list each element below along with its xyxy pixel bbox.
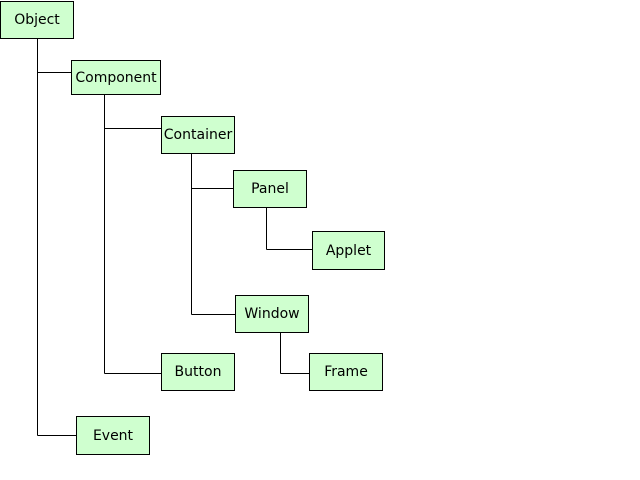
node-event: Event [76,416,150,455]
node-window: Window [235,295,309,333]
node-container: Container [161,116,235,154]
node-applet: Applet [312,231,385,270]
node-object: Object [0,1,74,39]
node-frame: Frame [309,353,383,391]
node-panel: Panel [233,170,307,208]
node-button: Button [161,353,235,391]
node-component: Component [71,60,161,95]
